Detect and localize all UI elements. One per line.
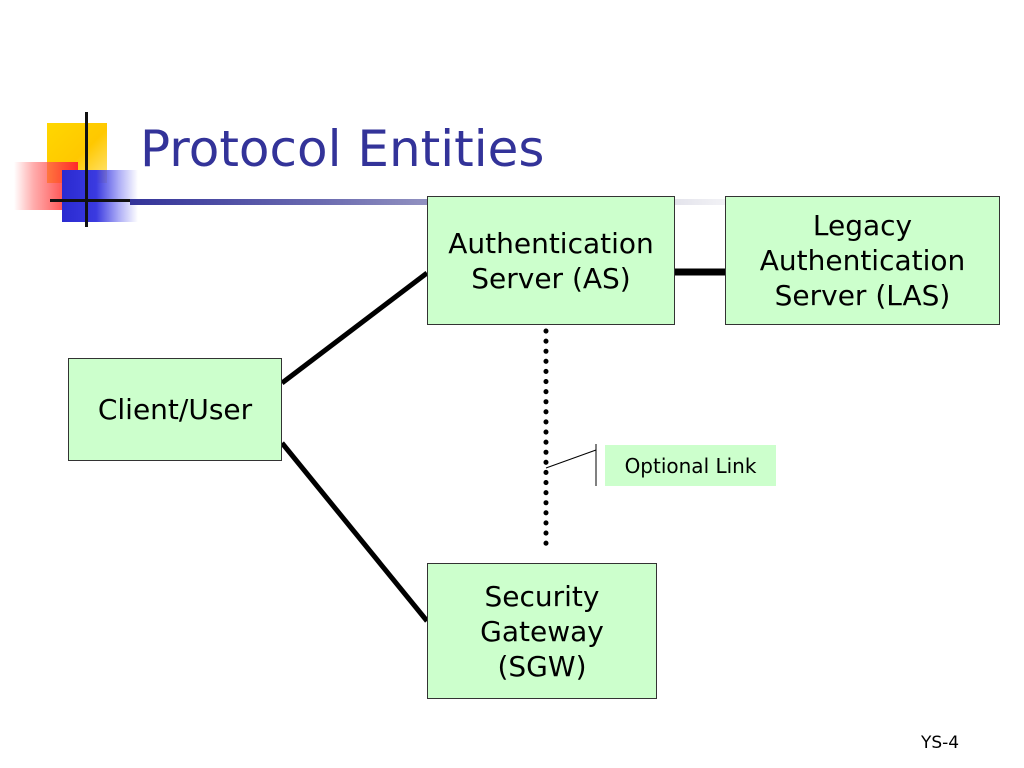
logo-blue-square <box>62 170 138 222</box>
link-client-as <box>280 271 429 385</box>
legacy-authentication-server-box: Legacy Authentication Server (LAS) <box>725 196 1000 325</box>
slide-title: Protocol Entities <box>140 120 545 178</box>
callout-leader-line <box>545 449 597 469</box>
security-gateway-box: Security Gateway (SGW) <box>427 563 657 699</box>
slide-number: YS-4 <box>921 733 960 753</box>
optional-link-callout: Optional Link <box>605 445 776 486</box>
link-client-sgw <box>280 441 429 623</box>
authentication-server-box: Authentication Server (AS) <box>427 196 675 325</box>
logo-vertical-line <box>85 112 88 227</box>
client-user-box: Client/User <box>68 358 282 461</box>
logo-horizontal-line <box>50 199 130 202</box>
